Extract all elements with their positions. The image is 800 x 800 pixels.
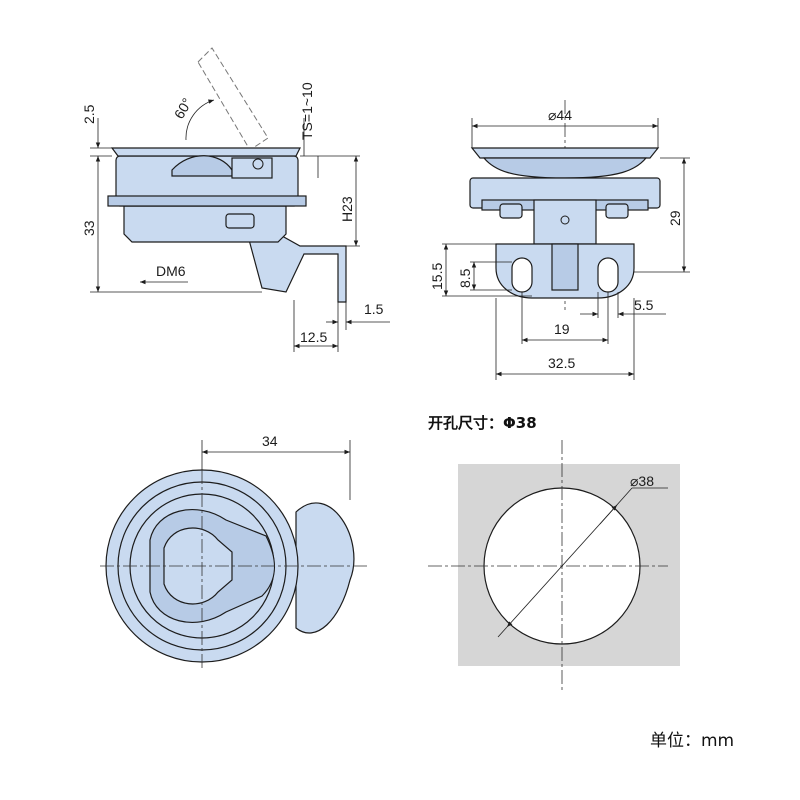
handle-rotated-ghost [197, 47, 269, 151]
dim-8-5: 8.5 [457, 268, 473, 288]
front-view: ⌀44 29 15.5 8.5 5.5 19 32.5 [429, 100, 690, 380]
panel-cutout: 开孔尺寸：Φ38 ⌀38 [428, 414, 680, 690]
dim-34: 34 [262, 433, 278, 449]
front-slot-left [511, 257, 533, 293]
front-flange [470, 147, 660, 159]
mounting-screw [225, 213, 255, 229]
dim-32-5: 32.5 [548, 355, 575, 371]
dim-top: 2.5 [81, 104, 97, 124]
dim-38: ⌀38 [630, 473, 654, 489]
top-view: 34 [100, 433, 370, 670]
unit-label: 单位：mm [650, 731, 734, 751]
dim-5-5: 5.5 [634, 297, 654, 313]
dim-15-5: 15.5 [429, 263, 445, 290]
front-bowl [482, 157, 648, 179]
side-view: 2.5 60° TS=1~10 33 H23 DM6 12.5 1.5 [81, 47, 390, 352]
pivot-pin [252, 158, 264, 170]
dim-ts: TS=1~10 [299, 82, 315, 140]
housing-ring [107, 195, 307, 207]
flange [110, 147, 301, 157]
latch-block [231, 157, 273, 179]
dim-19: 19 [554, 321, 570, 337]
bracket-lobe [295, 502, 355, 634]
dim-thread: DM6 [156, 263, 186, 279]
dim-diameter-44: ⌀44 [548, 107, 572, 123]
front-slot-right [597, 257, 619, 293]
dim-h23: H23 [339, 196, 355, 222]
dim-1-5: 1.5 [364, 301, 384, 317]
front-stem [533, 199, 597, 245]
cutout-heading: 开孔尺寸：Φ38 [428, 414, 537, 432]
front-screw-right [605, 203, 629, 219]
front-pin [551, 243, 579, 291]
dim-29: 29 [667, 210, 683, 226]
dim-12-5: 12.5 [300, 329, 327, 345]
dim-height: 33 [81, 220, 97, 236]
housing-lower [123, 205, 287, 243]
front-screw-left [499, 203, 523, 219]
